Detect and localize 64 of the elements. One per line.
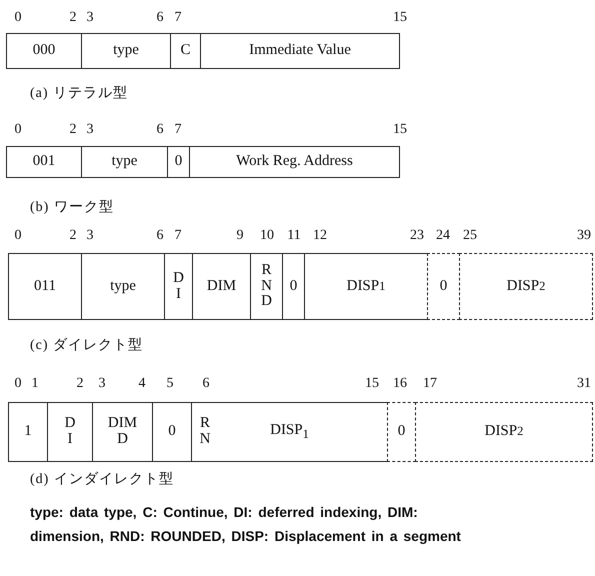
bit-number: 12 xyxy=(313,228,327,244)
bit-number: 15 xyxy=(365,376,379,392)
field-cell: type xyxy=(81,253,165,320)
field-cell: Work Reg. Address xyxy=(189,146,400,178)
field-cell: 1 xyxy=(8,402,48,462)
bit-number: 3 xyxy=(86,122,94,138)
bit-number: 2 xyxy=(70,228,76,244)
field-cell: 0 xyxy=(152,402,192,462)
field-cell: 011 xyxy=(8,253,82,320)
field-label: DISP$_{1}$ xyxy=(269,422,310,442)
field-cell: DIM xyxy=(192,253,251,320)
bit-number: 15 xyxy=(393,122,407,138)
bit-number: 6 xyxy=(156,228,164,244)
caption: (b) ワーク型 xyxy=(30,198,114,216)
bit-number: 16 xyxy=(393,376,407,392)
caption: (a) リテラル型 xyxy=(30,84,128,102)
field-cell: 0 xyxy=(167,146,190,178)
bit-number: 0 xyxy=(14,122,22,138)
bit-number: 0 xyxy=(14,228,22,244)
bit-number: 11 xyxy=(287,228,301,244)
bit-number: 15 xyxy=(393,10,407,26)
bit-number: 1 xyxy=(32,376,38,392)
bit-number: 23 xyxy=(410,228,424,244)
bit-number: 7 xyxy=(174,228,182,244)
field-cell: 001 xyxy=(6,146,82,178)
caption: (c) ダイレクト型 xyxy=(30,336,144,354)
bit-number: 17 xyxy=(423,376,437,392)
field-cell: C xyxy=(170,33,201,69)
bit-number: 2 xyxy=(70,10,76,26)
field-cell: R N D xyxy=(250,253,283,320)
bit-number: 31 xyxy=(577,376,591,392)
field-cell xyxy=(191,402,388,462)
bit-number: 24 xyxy=(436,228,450,244)
field-cell: 0 xyxy=(282,253,305,320)
field-cell: D I xyxy=(164,253,193,320)
bit-number: 7 xyxy=(174,10,182,26)
bit-number: 3 xyxy=(86,228,94,244)
field-cell: 0 xyxy=(387,402,416,462)
bit-number: 0 xyxy=(14,376,22,392)
field-cell: 0 xyxy=(427,253,460,320)
bit-number: 5 xyxy=(166,376,174,392)
bit-number: 6 xyxy=(202,376,210,392)
bit-number: 9 xyxy=(236,228,244,244)
field-cell: D I xyxy=(47,402,93,462)
legend-note: type: data type, C: Continue, DI: deferred indexing, DIM: dimension, RND: ROUNDED, DISP: Displacement in a segment xyxy=(30,503,462,546)
bit-number: 2 xyxy=(70,122,76,138)
field-cell: 000 xyxy=(6,33,82,69)
field-cell: DIM D xyxy=(92,402,153,462)
bit-number: 10 xyxy=(260,228,274,244)
bit-number: 0 xyxy=(14,10,22,26)
bit-number: 2 xyxy=(76,376,84,392)
field-cell: Immediate Value xyxy=(200,33,400,69)
field-cell: type xyxy=(81,146,168,178)
field-cell: type xyxy=(81,33,171,69)
caption: (d) インダイレクト型 xyxy=(30,470,174,488)
bit-number: 6 xyxy=(156,122,164,138)
bit-number: 6 xyxy=(156,10,164,26)
bit-number: 3 xyxy=(86,10,94,26)
bit-number: 3 xyxy=(98,376,106,392)
bit-number: 7 xyxy=(174,122,182,138)
field-label: R N xyxy=(198,416,212,448)
bit-number: 39 xyxy=(577,228,591,244)
bit-number: 4 xyxy=(138,376,146,392)
bit-number: 25 xyxy=(463,228,477,244)
